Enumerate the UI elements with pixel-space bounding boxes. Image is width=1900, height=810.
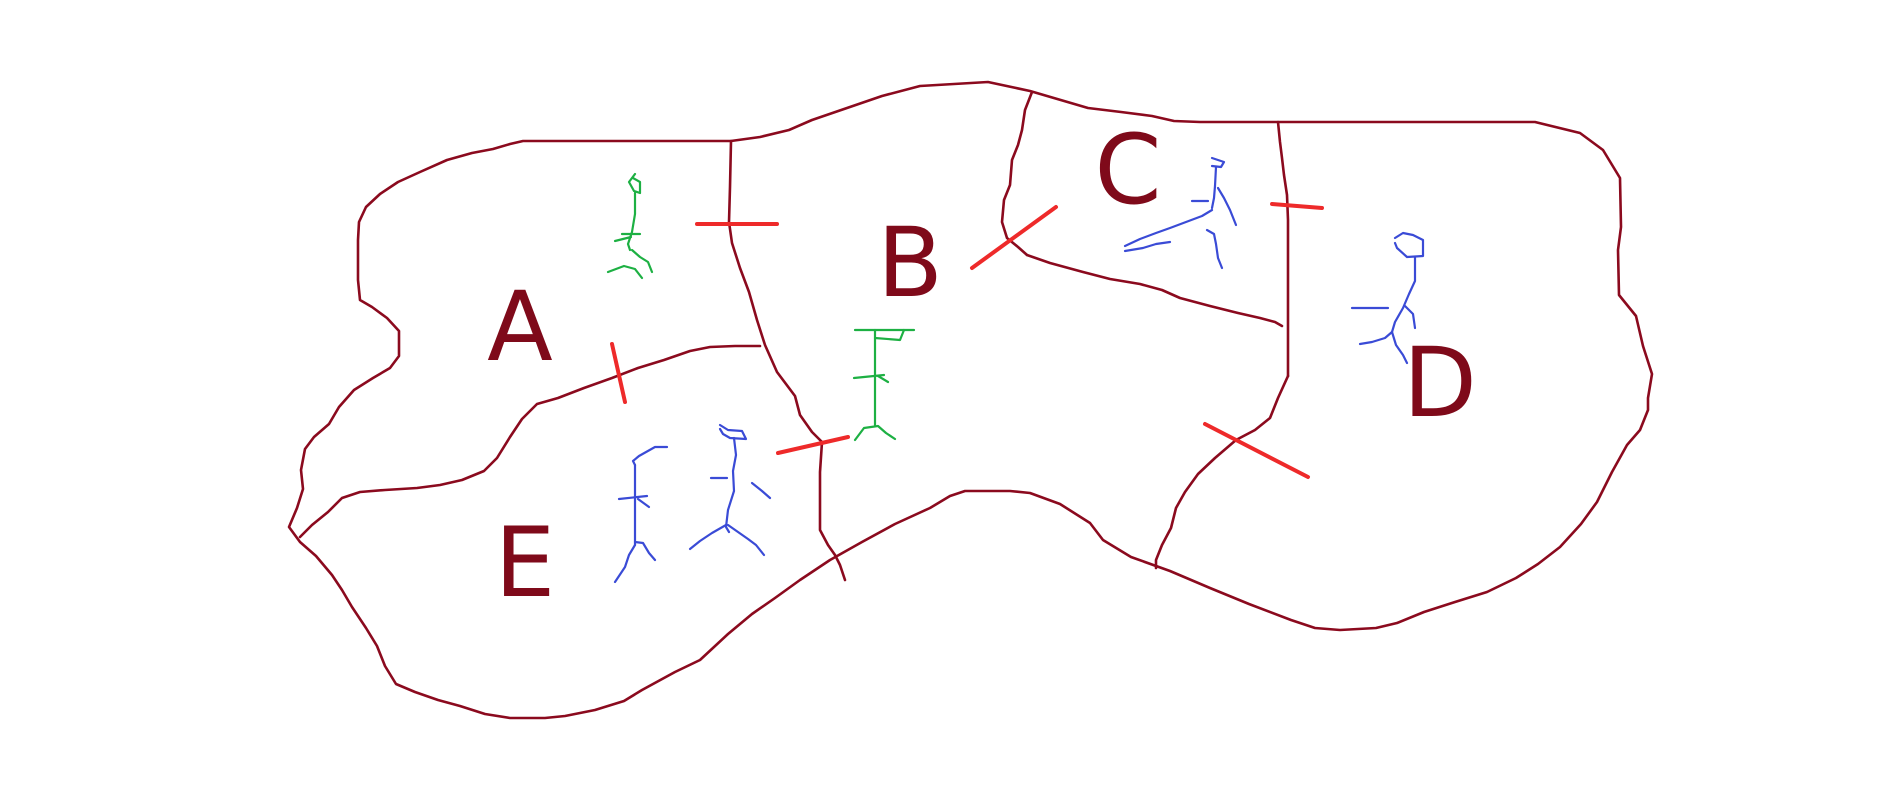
bridge-c-d (1270, 202, 1324, 210)
border-b-d (1154, 374, 1290, 570)
bridge-b-c (970, 205, 1058, 270)
stick-figure-icon (852, 328, 916, 442)
region-label-a: A (487, 271, 553, 383)
stick-figure-icon (1350, 231, 1425, 365)
bridge-b-d (1203, 422, 1310, 479)
bridge-a-e (610, 342, 627, 404)
outer-boundary (287, 80, 1654, 720)
region-label-b: B (877, 207, 943, 319)
region-label-d: D (1403, 327, 1477, 439)
border-a-b (727, 139, 824, 444)
bridge-b-e (776, 435, 850, 455)
stick-figure-icon (688, 423, 772, 557)
border-b-e (818, 440, 847, 582)
border-c-d (1276, 120, 1290, 378)
stick-figure-icon (1123, 156, 1238, 270)
bridges (610, 202, 1324, 479)
stick-figure-icon (613, 445, 669, 584)
border-b-c-vertical (1000, 90, 1034, 257)
stick-figure-icon (606, 172, 654, 280)
border-a-e (298, 344, 762, 539)
border-b-c-horizontal (1025, 253, 1284, 328)
region-label-c: C (1094, 114, 1161, 226)
region-label-e: E (495, 507, 556, 619)
